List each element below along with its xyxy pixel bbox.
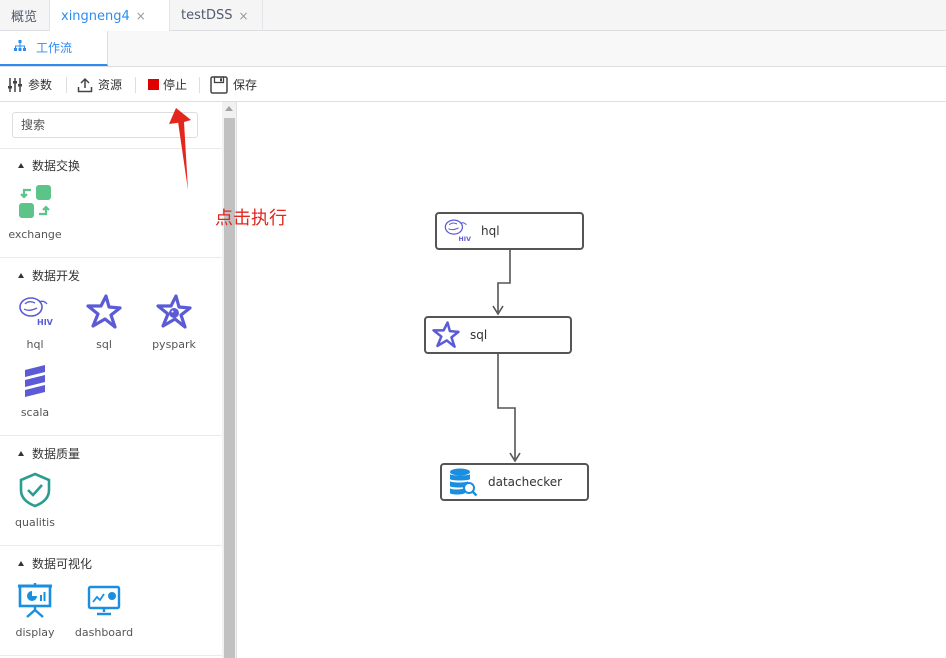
toolbar-divider: [66, 77, 67, 93]
svg-text:HIVE: HIVE: [459, 236, 471, 243]
tab-workflow-label: 工作流: [36, 41, 73, 55]
node-palette-sidebar: 数据交换 exchange 数据开发 HIVE hql sql: [0, 102, 222, 658]
palette-node-sql[interactable]: sql: [69, 294, 139, 351]
workflow-node-hql[interactable]: HIVE hql: [435, 212, 584, 250]
tab-xingneng4-label: xingneng4: [61, 8, 130, 24]
palette-node-hql[interactable]: HIVE hql: [0, 294, 70, 351]
workflow-node-label: sql: [470, 328, 488, 342]
node-label: sql: [96, 338, 112, 351]
stop-icon: [148, 79, 159, 90]
sliders-icon: [8, 77, 22, 92]
tab-xingneng4[interactable]: xingneng4 ×: [50, 0, 170, 32]
database-search-icon: [450, 468, 478, 497]
divider: [0, 545, 222, 546]
workflow-node-label: hql: [481, 224, 500, 238]
resource-button[interactable]: 资源: [77, 67, 122, 102]
annotation-arrow: [169, 108, 191, 190]
section-header-data-visual[interactable]: 数据可视化: [18, 555, 92, 572]
node-label: dashboard: [74, 626, 134, 639]
palette-node-exchange[interactable]: exchange: [0, 184, 70, 241]
close-icon[interactable]: ×: [135, 9, 146, 23]
edge-layer: [492, 250, 521, 463]
search-input[interactable]: [12, 112, 198, 138]
section-title: 数据可视化: [32, 557, 93, 571]
edge-hql-sql: [497, 250, 511, 312]
caret-up-icon: [18, 561, 24, 566]
workflow-tab-bar: 工作流: [0, 31, 946, 67]
section-header-data-dev[interactable]: 数据开发: [18, 267, 80, 284]
divider: [0, 435, 222, 436]
params-label: 参数: [28, 78, 53, 92]
divider: [0, 655, 222, 656]
palette-node-scala[interactable]: scala: [0, 362, 70, 419]
divider: [0, 257, 222, 258]
node-label: scala: [20, 406, 50, 419]
node-label: display: [15, 626, 55, 639]
palette-node-qualitis[interactable]: qualitis: [0, 472, 70, 529]
sitemap-icon: [14, 40, 26, 55]
stop-label: 停止: [163, 78, 188, 92]
shield-check-icon: [19, 472, 51, 508]
params-button[interactable]: 参数: [7, 67, 52, 102]
top-tab-bar: 概览 xingneng4 × testDSS ×: [0, 0, 946, 32]
hive-icon: HIVE: [444, 219, 471, 243]
spark-star-icon: [432, 321, 460, 348]
scrollbar-thumb[interactable]: [224, 118, 235, 658]
edge-sql-datachecker: [497, 354, 516, 459]
scroll-up-icon[interactable]: [225, 106, 233, 111]
scala-icon: [25, 365, 45, 397]
section-header-data-quality[interactable]: 数据质量: [18, 445, 80, 462]
save-button[interactable]: 保存: [210, 67, 257, 102]
palette-node-dashboard[interactable]: dashboard: [69, 582, 139, 639]
exchange-icon: [19, 185, 51, 218]
arrow-head: [509, 452, 521, 463]
hive-icon: HIVE: [19, 297, 53, 327]
save-label: 保存: [233, 78, 258, 92]
section-header-data-exchange[interactable]: 数据交换: [18, 157, 80, 174]
node-label: hql: [26, 338, 44, 351]
toolbar-divider: [199, 77, 200, 93]
section-title: 数据开发: [32, 269, 81, 283]
pyspark-icon: [156, 294, 192, 329]
toolbar: 参数 资源 停止 保存: [0, 67, 946, 102]
tab-overview-label: 概览: [11, 10, 38, 25]
arrow-head: [492, 305, 504, 316]
tab-workflow[interactable]: 工作流: [0, 31, 108, 66]
workflow-node-sql[interactable]: sql: [424, 316, 572, 354]
stop-button[interactable]: 停止: [148, 67, 187, 102]
presentation-icon: [18, 583, 52, 618]
workflow-node-label: datachecker: [488, 475, 563, 489]
caret-up-icon: [18, 163, 24, 168]
floppy-disk-icon: [210, 75, 228, 94]
tab-testdss[interactable]: testDSS ×: [170, 0, 263, 31]
palette-node-pyspark[interactable]: pyspark: [139, 294, 209, 351]
workflow-node-datachecker[interactable]: datachecker: [440, 463, 589, 501]
workflow-canvas[interactable]: HIVE hql sql datachecker: [236, 102, 946, 658]
node-label: exchange: [8, 228, 62, 241]
toolbar-divider: [135, 77, 136, 93]
section-title: 数据质量: [32, 447, 81, 461]
node-label: pyspark: [152, 338, 196, 351]
dashboard-icon: [87, 585, 121, 616]
palette-node-display[interactable]: display: [0, 582, 70, 639]
upload-icon: [77, 77, 93, 92]
caret-up-icon: [18, 451, 24, 456]
svg-text:HIVE: HIVE: [37, 318, 53, 327]
resource-label: 资源: [98, 78, 123, 92]
divider: [0, 148, 222, 149]
spark-star-icon: [86, 294, 122, 329]
tab-testdss-label: testDSS: [181, 8, 233, 23]
close-icon[interactable]: ×: [238, 8, 249, 23]
section-title: 数据交换: [32, 159, 81, 173]
node-label: qualitis: [15, 516, 55, 529]
tab-overview[interactable]: 概览: [0, 0, 50, 31]
caret-up-icon: [18, 273, 24, 278]
annotation-text: 点击执行: [215, 208, 287, 229]
